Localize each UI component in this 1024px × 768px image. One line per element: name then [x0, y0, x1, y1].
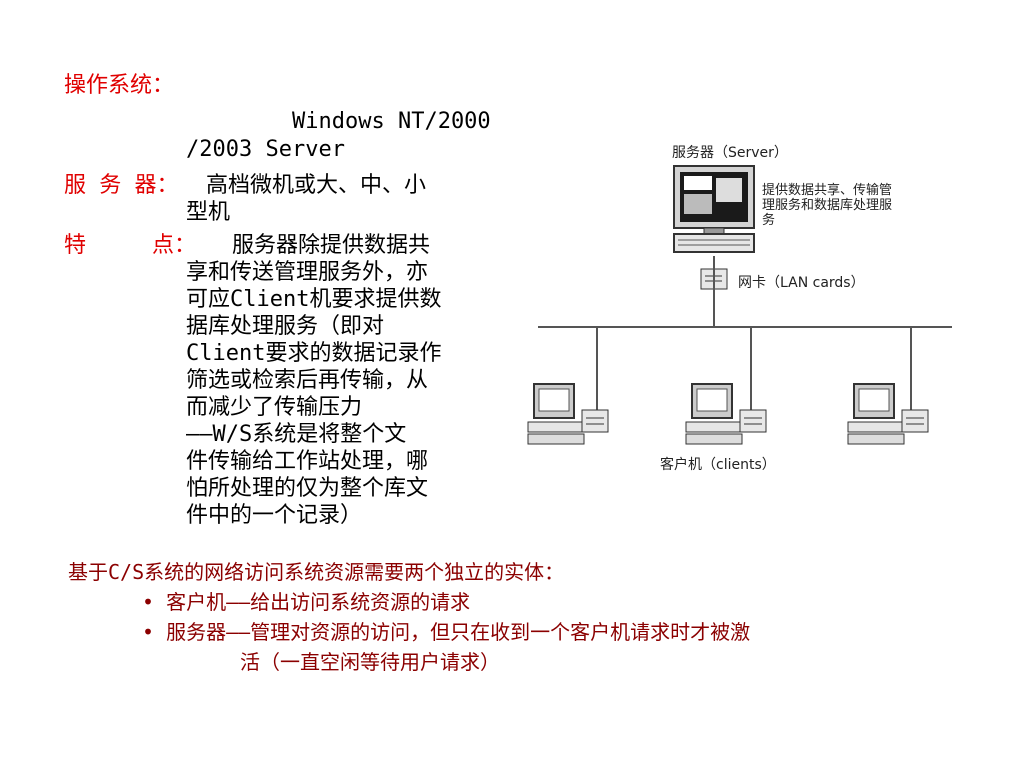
bullet-line-2: • 服务器——管理对资源的访问，但只在收到一个客户机请求时才被激 — [142, 619, 750, 645]
bullet-line-2-cont: 活（一直空闲等待用户请求） — [240, 650, 500, 674]
feature-line: 件传输给工作站处理，哪 — [186, 449, 429, 474]
bullet-icon: • — [142, 620, 155, 644]
bullet-text: 客户机——给出访问系统资源的请求 — [166, 590, 471, 614]
feature-label: 特 点： — [64, 233, 197, 258]
client-link-line — [596, 326, 598, 410]
server-title: 服务器（Server） — [672, 145, 788, 161]
feature-line: Client要求的数据记录作 — [186, 341, 442, 366]
bullet-text: 服务器——管理对资源的访问，但只在收到一个客户机请求时才被激 — [166, 620, 751, 644]
client-computer-icon — [527, 383, 609, 445]
feature-line: 享和传送管理服务外，亦 — [186, 260, 429, 285]
bullet-line-1: • 客户机——给出访问系统资源的请求 — [142, 589, 470, 615]
client-computer-icon — [685, 383, 767, 445]
feature-line: 可应Client机要求提供数 — [186, 287, 442, 312]
server-desc-line1: 提供数据共享、传输管 — [762, 183, 893, 198]
server-link-line — [713, 256, 715, 326]
feature-line: 而减少了传输压力 — [186, 395, 363, 420]
network-bus-line — [538, 326, 952, 328]
server-desc-line3: 务 — [762, 213, 776, 228]
client-computer-icon — [847, 383, 929, 445]
feature-line: 筛选或检索后再传输，从 — [186, 368, 429, 393]
feature-line: ——W/S系统是将整个文 — [186, 422, 407, 447]
bullet-icon: • — [142, 590, 155, 614]
clients-label: 客户机（clients） — [660, 457, 776, 473]
server-label: 服 务 器： — [64, 173, 179, 198]
os-value-line1: Windows NT/2000 — [292, 109, 491, 134]
bottom-intro: 基于C/S系统的网络访问系统资源需要两个独立的实体： — [68, 560, 565, 584]
os-value-line2: /2003 Server — [186, 137, 345, 162]
lan-label: 网卡（LAN cards） — [738, 275, 865, 291]
os-heading: 操作系统： — [64, 73, 175, 98]
feature-line: 件中的一个记录） — [186, 503, 363, 528]
server-value-line1: 高档微机或大、中、小 — [206, 173, 427, 198]
server-computer-icon — [673, 165, 755, 253]
feature-line: 据库处理服务（即对 — [186, 314, 385, 339]
server-desc-line2: 理服务和数据库处理服 — [762, 198, 893, 213]
client-link-line — [910, 326, 912, 410]
client-link-line — [750, 326, 752, 410]
server-value-line2: 型机 — [186, 200, 231, 225]
feature-line: 怕所处理的仅为整个库文 — [186, 476, 429, 501]
feature-line: 服务器除提供数据共 — [232, 233, 431, 258]
